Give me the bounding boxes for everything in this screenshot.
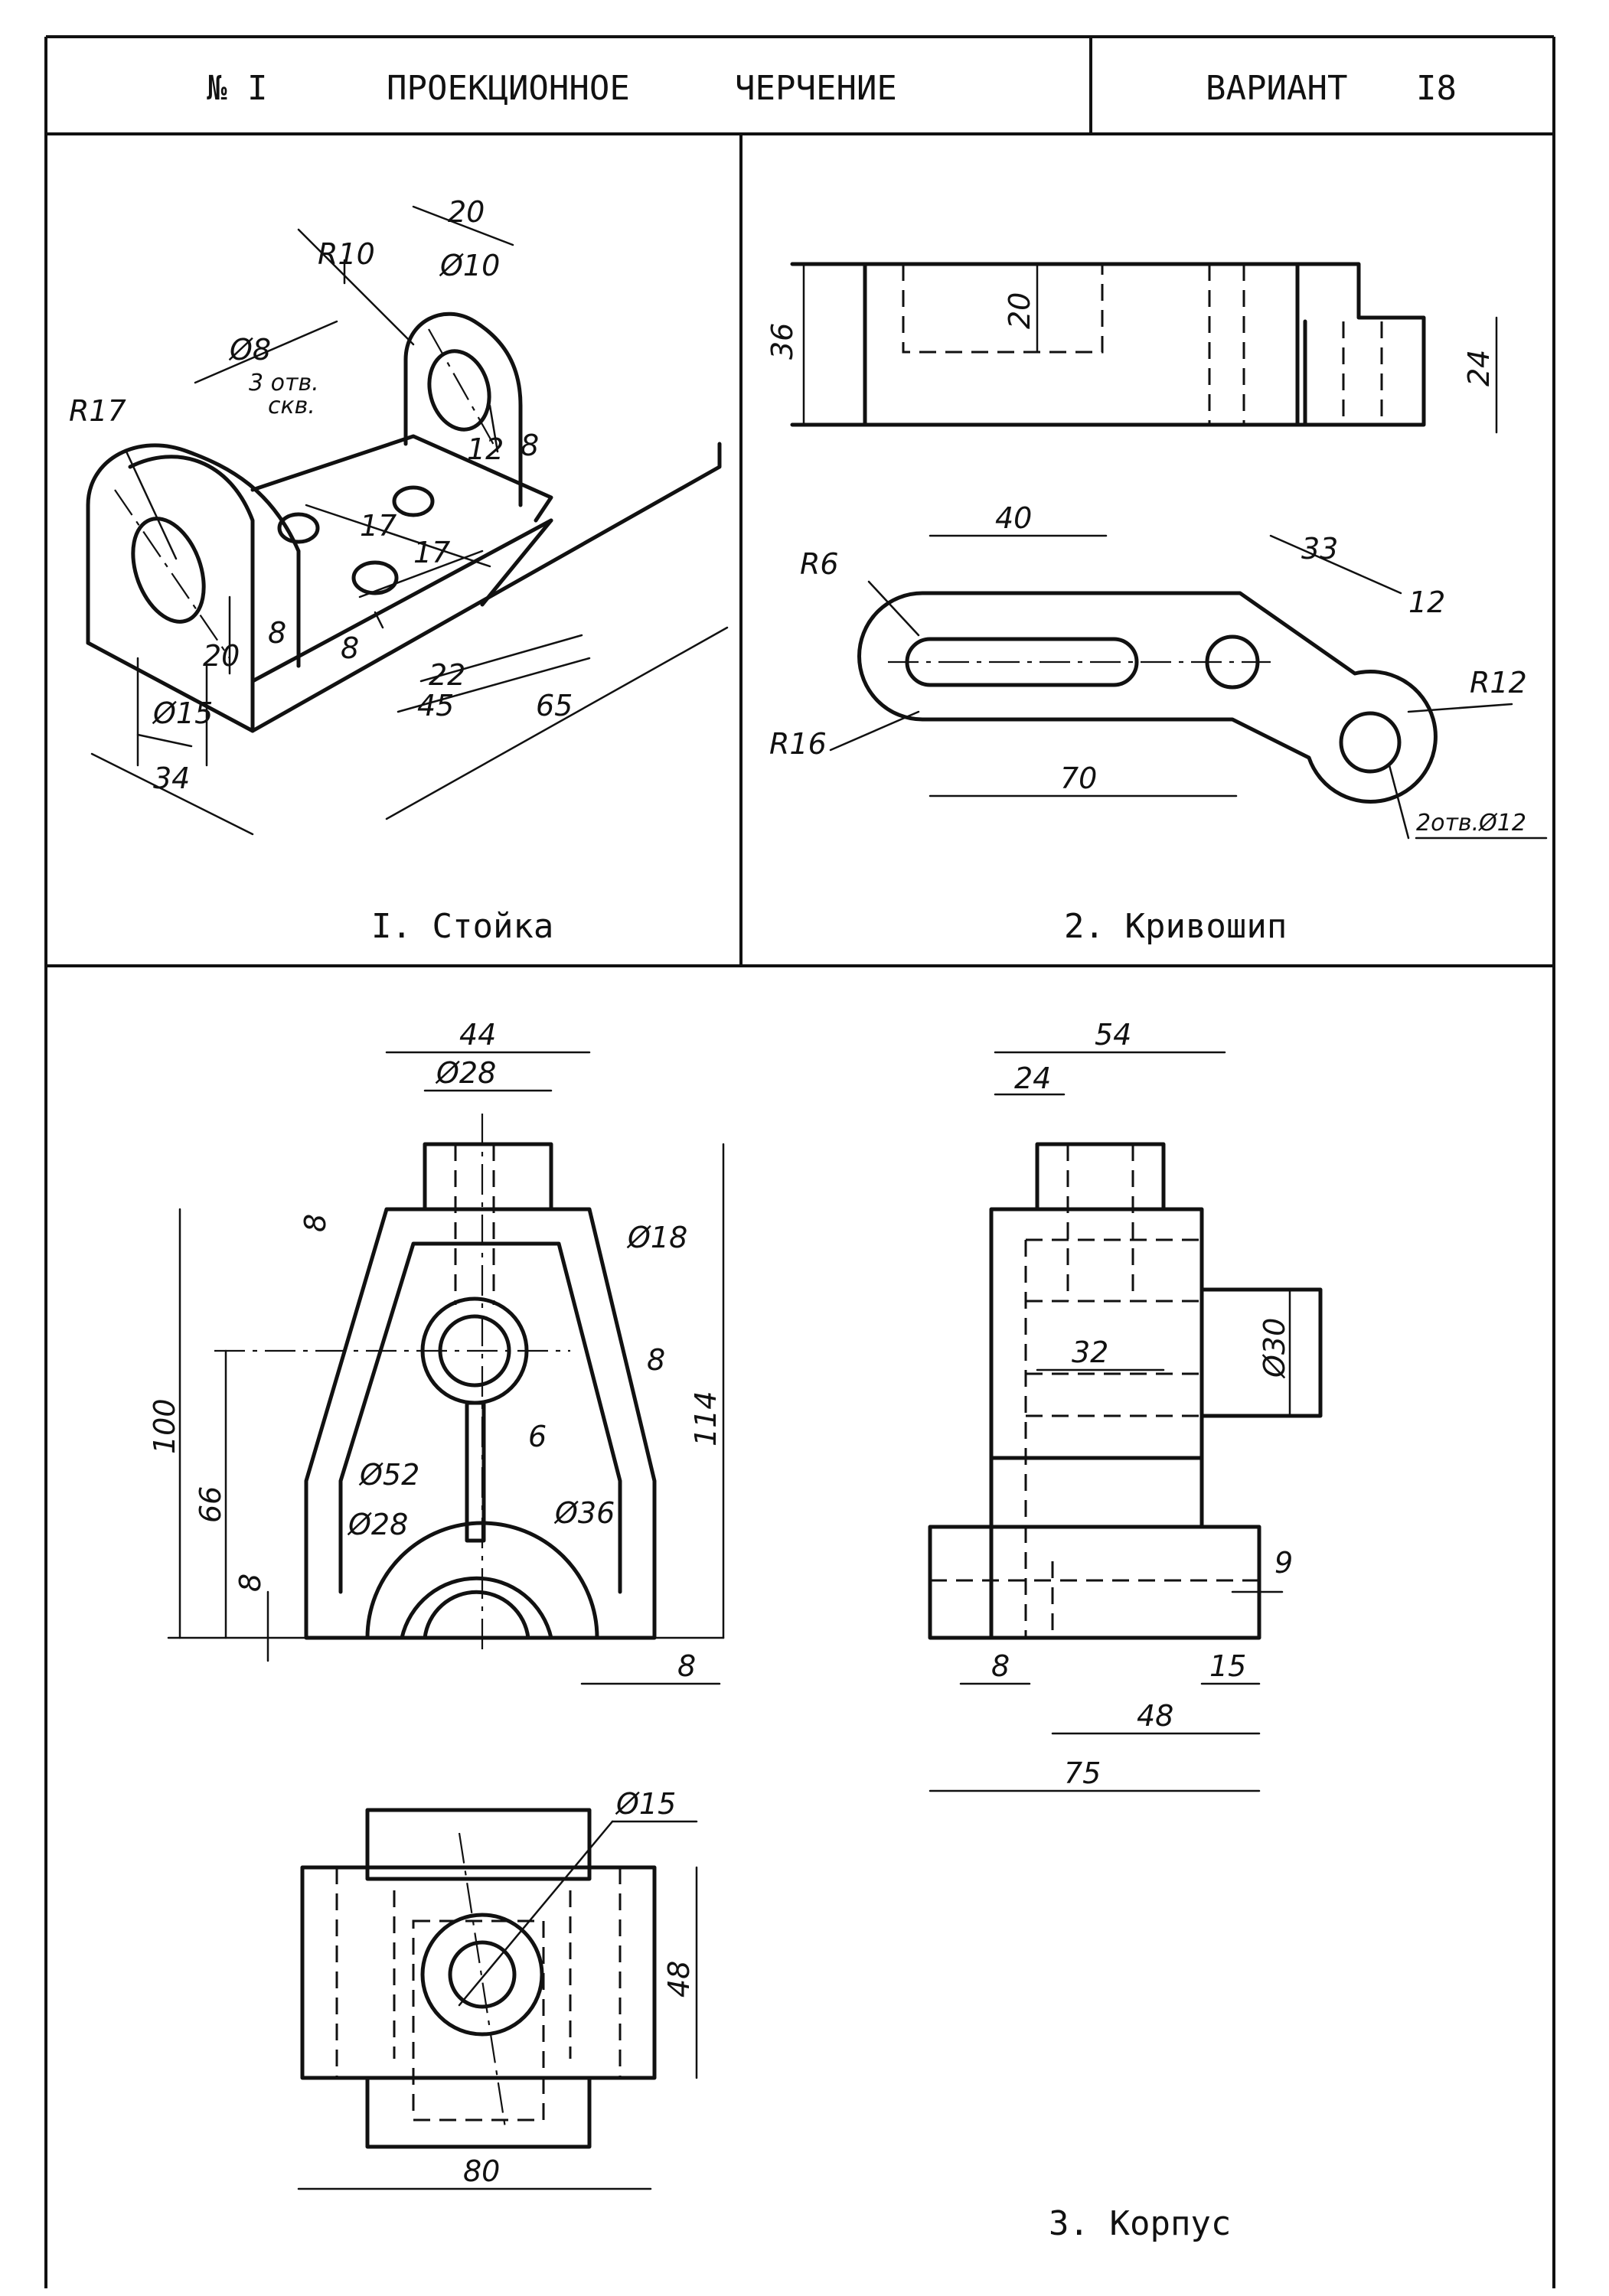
part3-dim-9: 9 [1274, 1546, 1293, 1580]
part3-dimensions: 44 Ø28 Ø18 8 100 66 114 8 6 Ø52 Ø28 Ø36 … [148, 1018, 1293, 2188]
variant-number: I8 [1416, 69, 1457, 108]
part3-dim-8d: 8 [677, 1649, 696, 1683]
part3-dim-75: 75 [1064, 1756, 1101, 1790]
part1-dim-phi15: Ø15 [152, 696, 213, 730]
part1-dim-phi8: Ø8 [228, 333, 271, 367]
part1-dim-12: 12 [467, 432, 504, 466]
part2-dim-33: 33 [1301, 532, 1338, 566]
part3-dim-15: 15 [1209, 1649, 1246, 1683]
part1-caption: I. Стойка [371, 907, 553, 946]
part1-dim-34: 34 [153, 762, 190, 795]
part3-front-view [167, 1051, 725, 1685]
variant-label: ВАРИАНТ [1206, 69, 1347, 108]
part2-dim-12: 12 [1408, 585, 1445, 619]
part1-dim-45: 45 [417, 689, 454, 722]
part3-dim-32: 32 [1072, 1336, 1108, 1369]
part2-dim-20: 20 [1003, 292, 1036, 329]
part1-holes-note-1: 3 отв. [249, 370, 319, 396]
sheet-title-part1: ПРОЕКЦИОННОЕ [387, 69, 630, 108]
part1-dim-r10: R10 [318, 237, 375, 271]
part3-dim-phi28: Ø28 [347, 1508, 408, 1541]
part3-dim-8e: 8 [991, 1649, 1010, 1683]
part3-dim-phi30: Ø30 [1258, 1318, 1291, 1379]
part2-dim-24: 24 [1462, 350, 1496, 386]
part1-dim-22: 22 [429, 658, 465, 692]
part2-dim-36: 36 [765, 323, 799, 360]
part2-dim-r16: R16 [769, 727, 827, 761]
part3-dim-8a: 8 [299, 1214, 332, 1232]
part3-dim-54: 54 [1095, 1018, 1131, 1052]
part3-dim-phi36: Ø36 [553, 1496, 615, 1530]
part3-dim-phi28-top: Ø28 [435, 1056, 496, 1090]
part1-dim-65: 65 [536, 689, 573, 722]
part1-dim-8c: 8 [341, 631, 359, 665]
part1-dim-17a: 17 [360, 509, 397, 543]
part3-dim-phi52: Ø52 [358, 1458, 419, 1492]
part2-dim-70: 70 [1060, 762, 1097, 795]
part1-dim-17b: 17 [413, 536, 450, 569]
part2-dimensions: 36 20 24 40 R6 33 12 R12 R16 70 2отв.Ø12 [765, 292, 1527, 837]
part1-dim-r17: R17 [69, 394, 126, 428]
part2-dim-r12: R12 [1470, 666, 1527, 700]
part3-dim-44: 44 [459, 1018, 496, 1052]
part3-dim-6: 6 [528, 1420, 547, 1453]
part2-top-view [829, 534, 1548, 840]
part3-dim-8b: 8 [647, 1343, 665, 1377]
part1-dimensions: 20 Ø10 R10 Ø8 3 отв. скв. R17 12 8 17 17… [69, 195, 573, 795]
part1-dim-20b: 20 [203, 639, 240, 673]
part3-dim-24: 24 [1014, 1062, 1051, 1095]
part3-caption: 3. Корпус [1049, 2204, 1231, 2243]
part3-dim-48: 48 [1137, 1699, 1173, 1733]
part3-top-view [297, 1808, 698, 2190]
part1-dim-8a: 8 [521, 429, 539, 462]
part1-dim-8b: 8 [268, 616, 286, 650]
part1-dim-phi10: Ø10 [439, 249, 500, 282]
part2-dim-40: 40 [995, 501, 1032, 535]
part1-holes-note-2: скв. [268, 393, 315, 419]
part3-dim-8c: 8 [233, 1574, 267, 1592]
part3-dim-100: 100 [148, 1398, 181, 1454]
part3-dim-48b: 48 [662, 1961, 696, 1998]
sheet-title-part2: ЧЕРЧЕНИЕ [735, 69, 897, 108]
part3-side-view [928, 1051, 1323, 1792]
sheet-frame [44, 35, 1555, 2288]
part3-dim-phi15: Ø15 [615, 1787, 676, 1821]
part1-isometric-view [86, 205, 729, 836]
part2-front-view [790, 262, 1498, 434]
part1-dim-20: 20 [448, 195, 485, 229]
part2-holes-note: 2отв.Ø12 [1416, 810, 1526, 837]
part2-caption: 2. Кривошип [1064, 907, 1287, 946]
part3-dim-phi18: Ø18 [626, 1221, 687, 1254]
part3-dim-114: 114 [689, 1391, 723, 1446]
part3-dim-66: 66 [194, 1486, 227, 1523]
part2-dim-r6: R6 [800, 547, 839, 581]
part3-dim-80: 80 [463, 2154, 500, 2188]
title-block: № I ПРОЕКЦИОННОЕ ЧЕРЧЕНИЕ ВАРИАНТ I8 [207, 69, 1457, 108]
sheet-number: № I [207, 69, 267, 108]
